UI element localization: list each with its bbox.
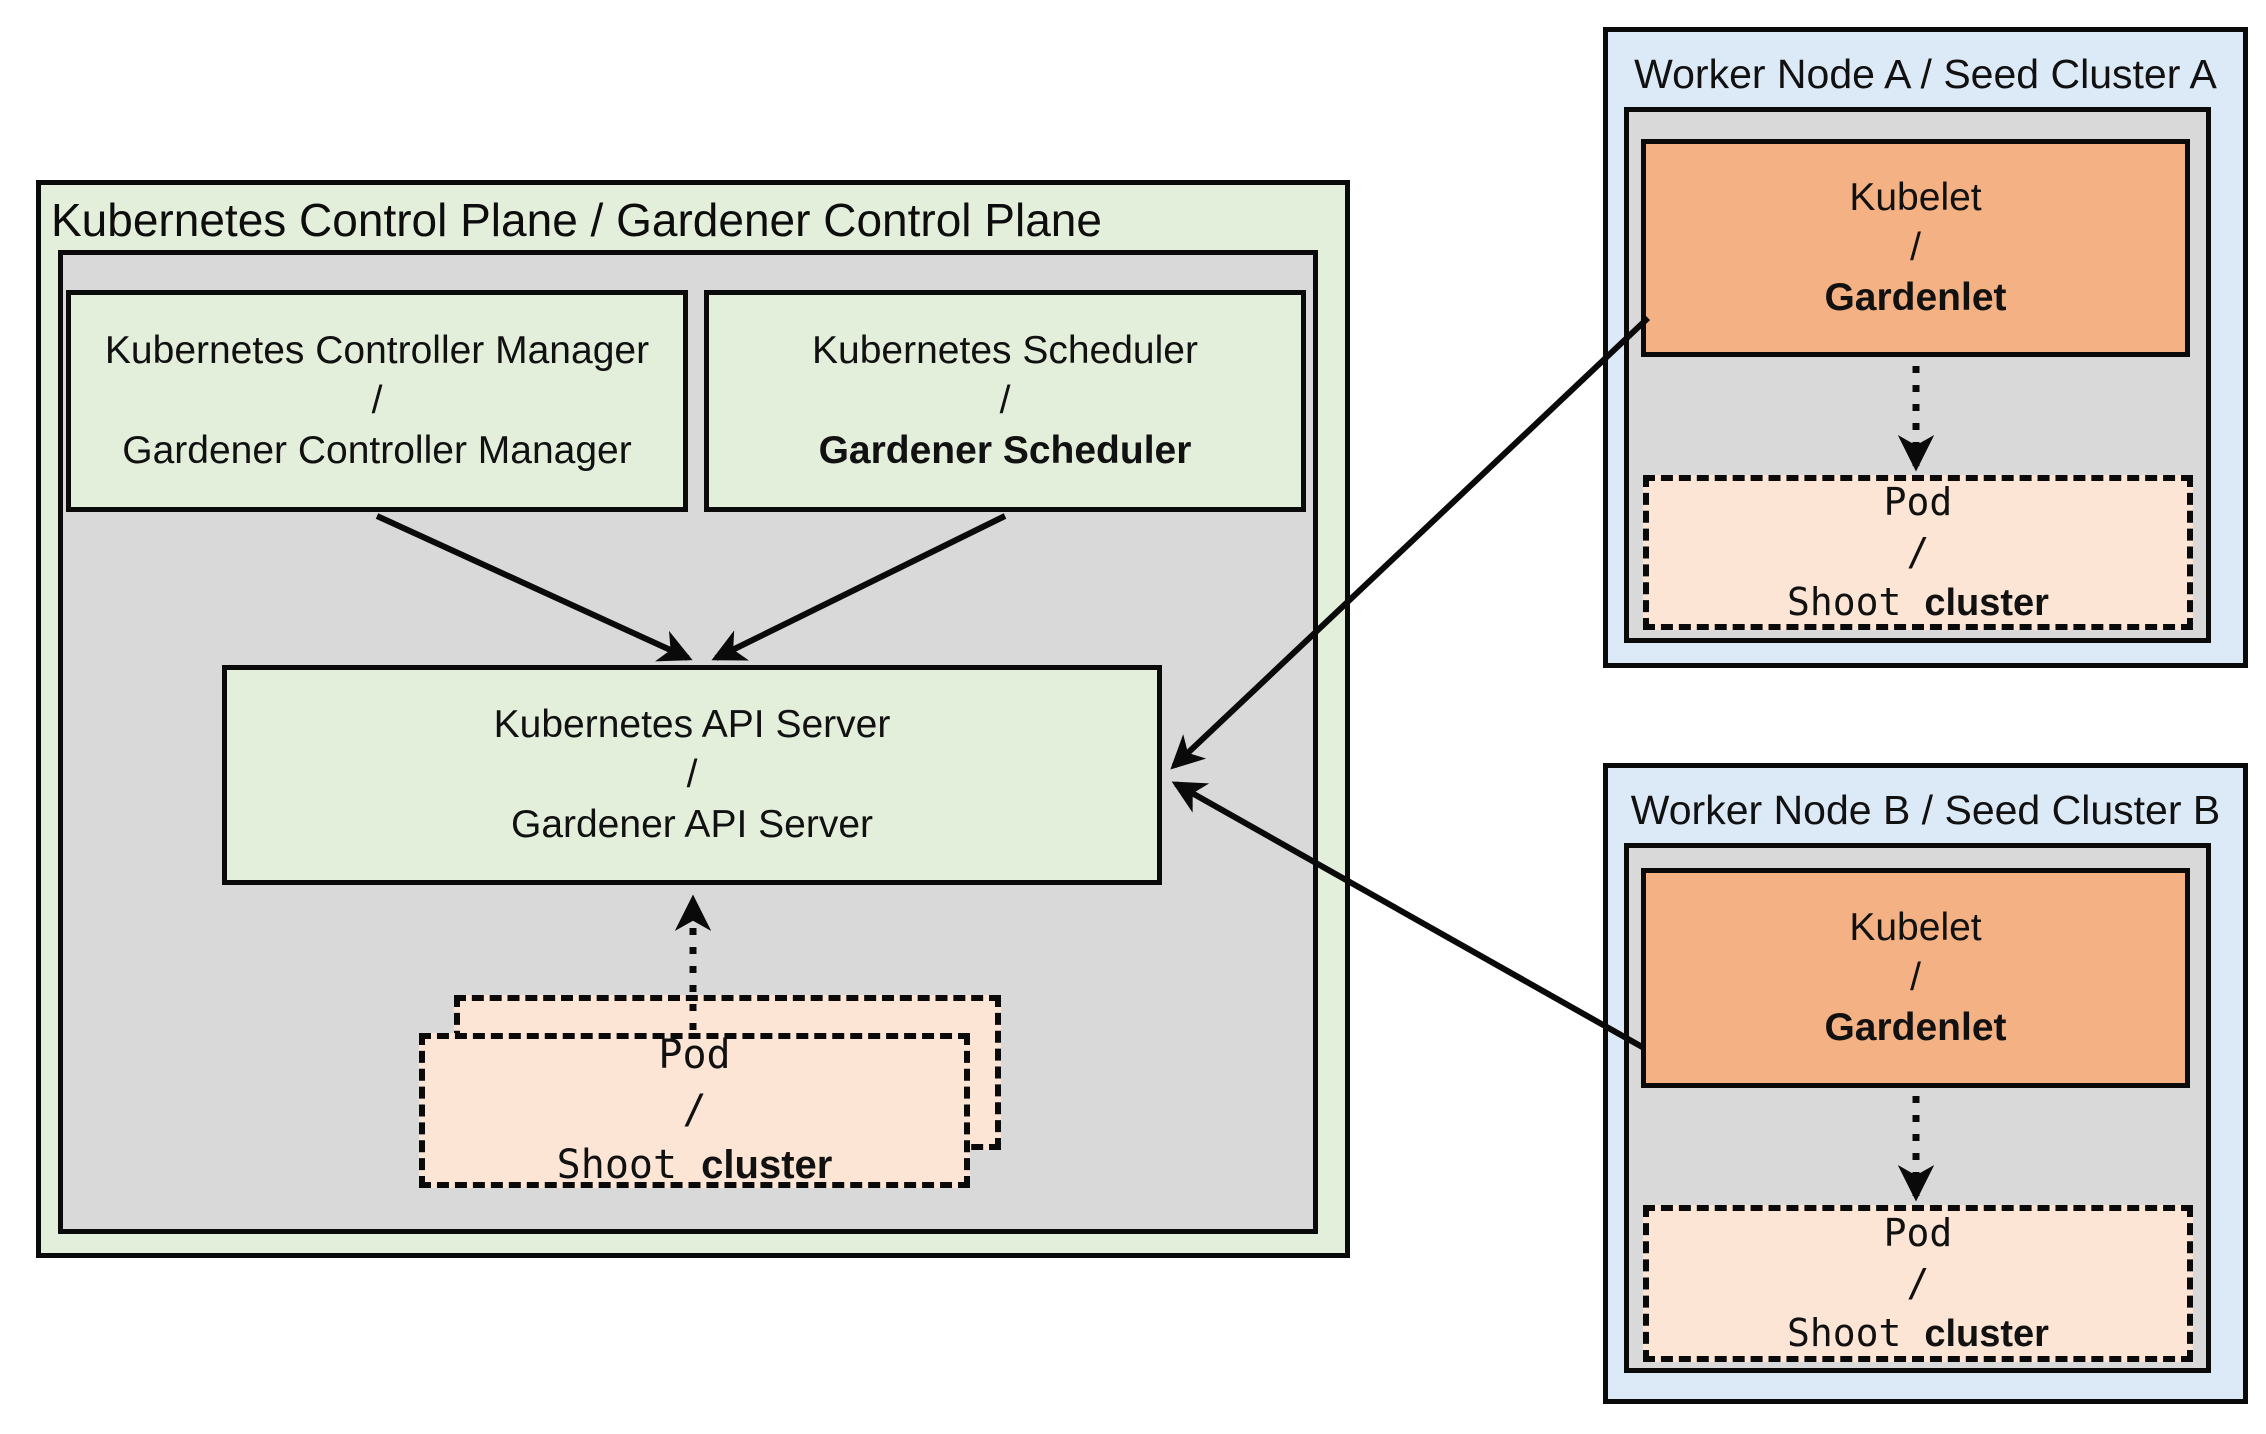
worker-a-pod-box: Pod / Shoot cluster xyxy=(1643,475,2193,630)
scheduler-box: Kubernetes Scheduler / Gardener Schedule… xyxy=(704,290,1306,512)
worker-a-kubelet-line1: Kubelet xyxy=(1849,176,1982,220)
pod-line3: Shoot cluster xyxy=(557,1138,833,1193)
worker-node-b-title: Worker Node B / Seed Cluster B xyxy=(1630,787,2221,833)
api-server-separator: / xyxy=(686,753,698,797)
worker-b-pod-box: Pod / Shoot cluster xyxy=(1643,1205,2193,1362)
worker-node-a-title: Worker Node A / Seed Cluster A xyxy=(1634,51,2217,97)
worker-b-pod-separator: / xyxy=(1906,1260,1930,1305)
worker-a-pod-line3: Shoot cluster xyxy=(1787,577,2049,628)
api-server-box: Kubernetes API Server / Gardener API Ser… xyxy=(222,665,1162,885)
pod-line3-cluster: cluster xyxy=(701,1143,833,1188)
pod-line3-shoot: Shoot xyxy=(556,1142,702,1189)
worker-b-kubelet-separator: / xyxy=(1910,956,1921,1000)
controller-manager-line3: Gardener Controller Manager xyxy=(122,428,632,472)
scheduler-line1: Kubernetes Scheduler xyxy=(812,329,1198,373)
pod-line1: Pod xyxy=(658,1031,731,1078)
control-plane-title: Kubernetes Control Plane / Gardener Cont… xyxy=(51,194,1102,246)
scheduler-line3: Gardener Scheduler xyxy=(818,428,1192,472)
controller-manager-box: Kubernetes Controller Manager / Gardener… xyxy=(66,290,688,512)
worker-b-kubelet-line3: Gardenlet xyxy=(1824,1005,2007,1049)
pod-separator: / xyxy=(682,1086,707,1133)
worker-a-pod-line3-cluster: cluster xyxy=(1924,582,2049,625)
worker-b-pod-line3-cluster: cluster xyxy=(1924,1313,2049,1356)
worker-a-kubelet-line3: Gardenlet xyxy=(1824,275,2007,319)
scheduler-separator: / xyxy=(999,379,1011,423)
controller-manager-line1: Kubernetes Controller Manager xyxy=(104,329,650,373)
worker-a-pod-line1: Pod xyxy=(1883,479,1953,524)
worker-b-kubelet-line1: Kubelet xyxy=(1849,906,1982,950)
worker-a-pod-line3-shoot: Shoot xyxy=(1787,580,1925,625)
worker-b-pod-line3: Shoot cluster xyxy=(1787,1308,2049,1359)
worker-a-pod-separator: / xyxy=(1906,529,1930,574)
controller-manager-separator: / xyxy=(371,379,383,423)
worker-b-pod-line3-shoot: Shoot xyxy=(1787,1311,1925,1356)
api-server-line3: Gardener API Server xyxy=(510,802,873,846)
api-server-line1: Kubernetes API Server xyxy=(493,703,891,747)
worker-a-kubelet-separator: / xyxy=(1910,226,1921,270)
worker-b-pod-line1: Pod xyxy=(1883,1210,1953,1255)
pod-shoot-cluster-box: Pod / Shoot cluster xyxy=(419,1032,970,1188)
worker-a-kubelet-box: Kubelet / Gardenlet xyxy=(1641,139,2190,357)
worker-b-kubelet-box: Kubelet / Gardenlet xyxy=(1641,868,2190,1088)
